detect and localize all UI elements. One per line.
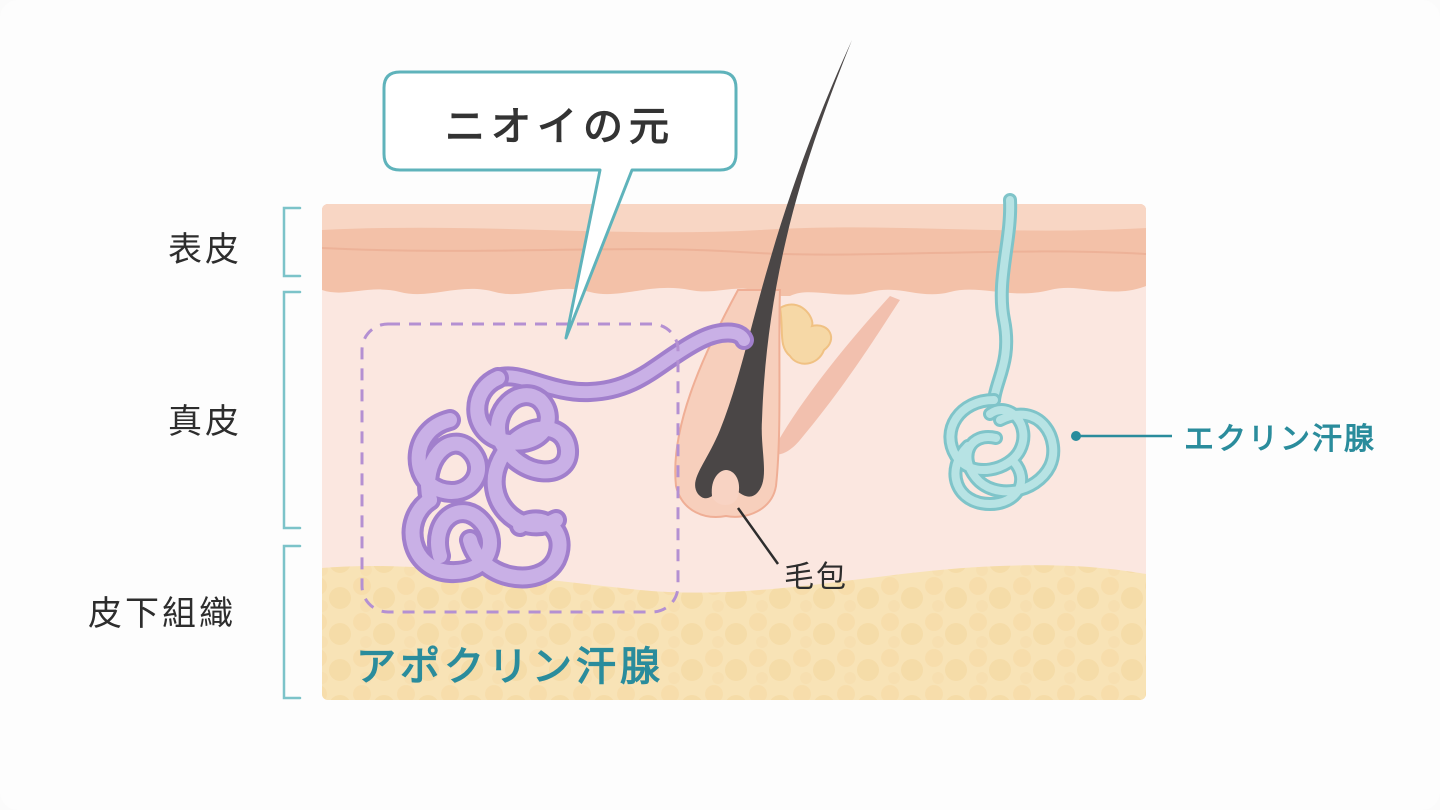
eccrine-gland-label: エクリン汗腺 [1184,422,1376,457]
callout-bubble [382,70,738,340]
dermis-bracket [282,290,302,530]
sebaceous-gland [778,303,833,365]
apocrine-highlight-box [360,322,680,614]
odor-source-label: ニオイの元 [445,104,675,150]
subcutaneous-label: 皮下組織 [88,594,236,634]
apocrine-gland [401,322,754,589]
epidermis-label: 表皮 [168,230,242,270]
apocrine-gland-label: アポクリン汗腺 [356,644,664,690]
follicle-leader-line [736,507,780,565]
hair-shaft [695,40,852,499]
epidermis-bracket [282,206,302,278]
subcutaneous-bracket [282,544,302,700]
hair-follicle-label: 毛包 [784,560,848,595]
dermis-label: 真皮 [168,402,242,442]
eccrine-gland [943,193,1061,512]
arrector-muscle [772,296,900,455]
dermal-papilla [711,470,740,505]
